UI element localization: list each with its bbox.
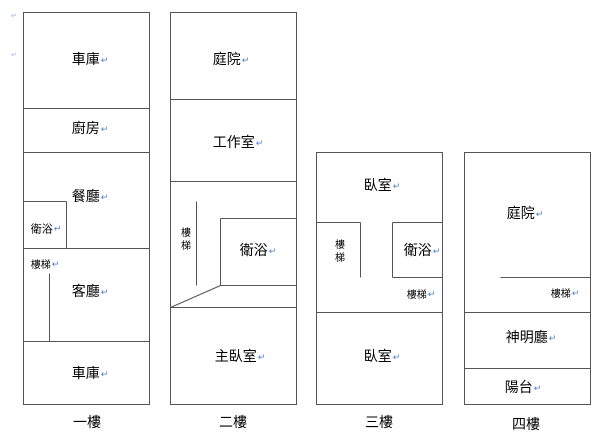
room-bedroom-top: 臥室↵ bbox=[363, 178, 401, 194]
return-mark: ↵ bbox=[432, 247, 441, 257]
room-bath: 衛浴↵ bbox=[30, 222, 62, 236]
return-mark: ↵ bbox=[535, 210, 544, 220]
room-bath: 衛浴↵ bbox=[239, 243, 277, 259]
return-mark: ↵ bbox=[571, 289, 580, 299]
room-bedroom-bottom: 臥室↵ bbox=[363, 349, 401, 365]
room-master-bedroom: 主臥室↵ bbox=[214, 349, 266, 365]
return-mark: ↵ bbox=[392, 353, 401, 363]
paragraph-mark: ↵ bbox=[11, 12, 17, 20]
return-mark: ↵ bbox=[548, 334, 557, 344]
floor-2-outline bbox=[170, 12, 297, 405]
return-mark: ↵ bbox=[533, 384, 542, 394]
return-mark: ↵ bbox=[392, 182, 401, 192]
room-kitchen: 廚房↵ bbox=[71, 121, 109, 137]
floor-4-outline bbox=[464, 152, 591, 405]
room-dining: 餐廳↵ bbox=[71, 189, 109, 205]
room-stairs-left: 樓梯 bbox=[335, 240, 345, 264]
floor-title-1: 一樓 bbox=[73, 415, 101, 431]
room-shrine-hall: 神明廳↵ bbox=[505, 330, 557, 346]
room-courtyard: 庭院↵ bbox=[212, 52, 250, 68]
room-stairs-right: 樓梯↵ bbox=[406, 290, 436, 301]
room-courtyard: 庭院↵ bbox=[506, 206, 544, 222]
return-mark: ↵ bbox=[255, 139, 264, 149]
room-stairs: 樓梯↵ bbox=[30, 260, 60, 271]
floor-1-outline bbox=[23, 12, 150, 405]
room-stairs: 樓梯↵ bbox=[550, 289, 580, 300]
room-garage-bottom: 車庫↵ bbox=[71, 366, 109, 382]
floor-title-2: 二樓 bbox=[219, 415, 247, 431]
return-mark: ↵ bbox=[100, 193, 109, 203]
return-mark: ↵ bbox=[427, 290, 436, 300]
return-mark: ↵ bbox=[53, 224, 62, 235]
floor-2-wall bbox=[170, 285, 221, 308]
room-studio: 工作室↵ bbox=[212, 135, 264, 151]
return-mark: ↵ bbox=[241, 56, 250, 66]
return-mark: ↵ bbox=[100, 56, 109, 66]
room-balcony: 陽台↵ bbox=[504, 380, 542, 396]
return-mark: ↵ bbox=[100, 125, 109, 135]
return-mark: ↵ bbox=[100, 288, 109, 298]
room-living: 客廳↵ bbox=[71, 284, 109, 300]
paragraph-mark: ↵ bbox=[11, 51, 17, 59]
return-mark: ↵ bbox=[51, 260, 60, 270]
floor-title-3: 三樓 bbox=[365, 415, 393, 431]
floor-title-4: 四樓 bbox=[512, 417, 540, 433]
room-garage-top: 車庫↵ bbox=[71, 52, 109, 68]
floor-3-outline bbox=[316, 152, 443, 405]
return-mark: ↵ bbox=[100, 370, 109, 380]
return-mark: ↵ bbox=[257, 353, 266, 363]
room-bath: 衛浴↵ bbox=[403, 243, 441, 259]
room-stairs: 樓梯 bbox=[181, 228, 191, 252]
return-mark: ↵ bbox=[268, 247, 277, 257]
